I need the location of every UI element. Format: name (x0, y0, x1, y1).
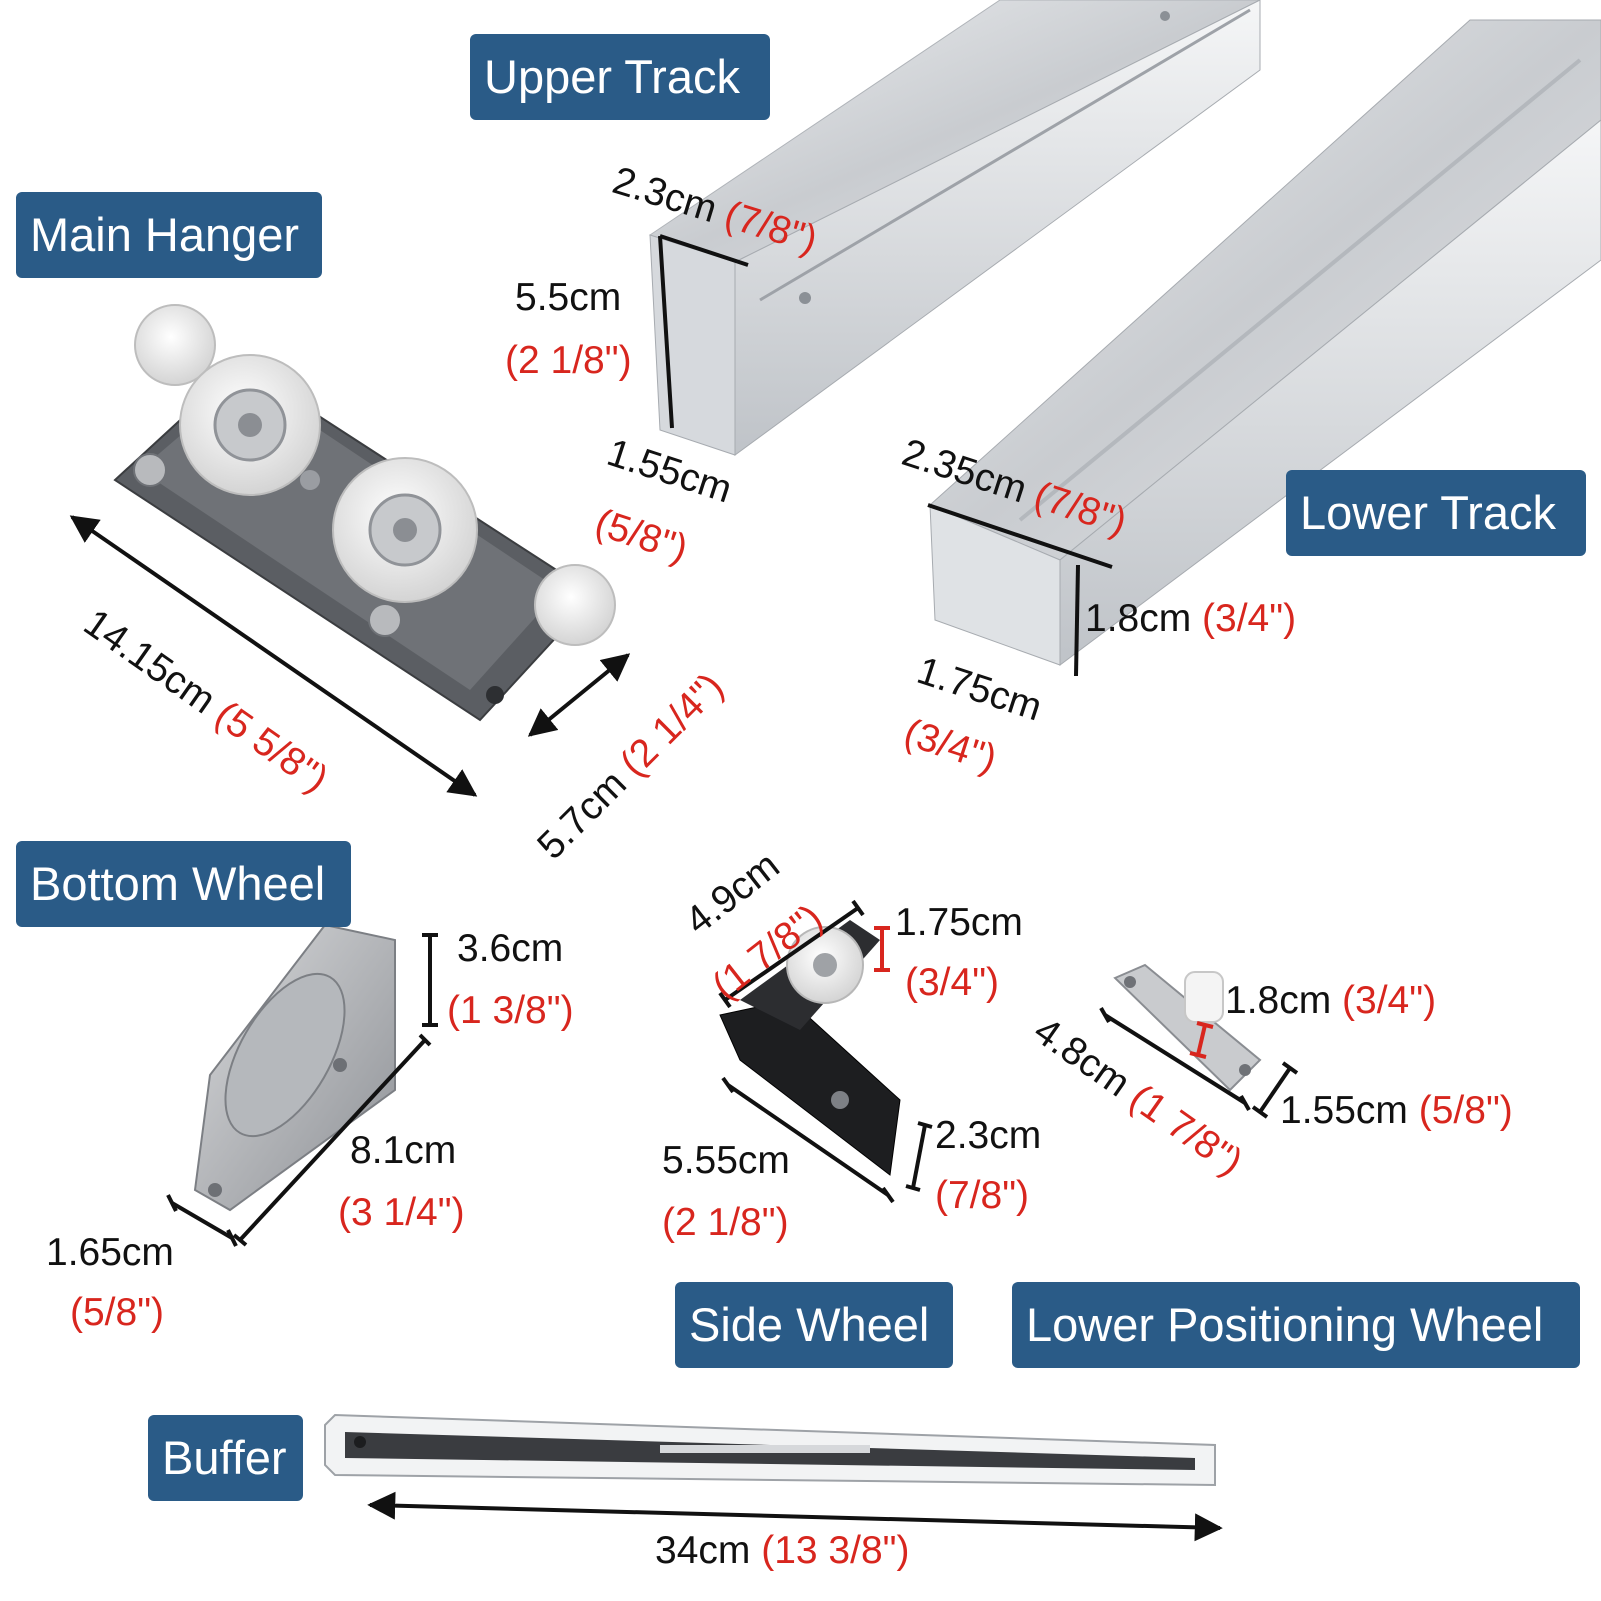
dimension-lines (69, 234, 1299, 1542)
upper-track-height-in: (2 1/8") (505, 339, 632, 382)
bottom-wheel-length-in: (3 1/4") (338, 1191, 465, 1234)
red-dimension-marks (874, 926, 1214, 1059)
upper-track-height-cm: 5.5cm (515, 276, 622, 319)
side-wheel-base-cm: 5.55cm (662, 1139, 790, 1182)
label-upper-track: Upper Track (470, 34, 770, 120)
lower-positioning-wheel-image (1113, 963, 1262, 1092)
label-main-hanger: Main Hanger (16, 192, 322, 278)
buffer-image (324, 1413, 1216, 1487)
side-wheel-height-cm: 2.3cm (935, 1114, 1042, 1157)
side-wheel-wheel-in: (3/4") (905, 961, 1000, 1004)
label-side-wheel: Side Wheel (675, 1282, 953, 1368)
label-buffer: Buffer (148, 1415, 303, 1501)
side-wheel-base-in: (2 1/8") (662, 1201, 789, 1244)
bottom-wheel-height-in: (1 3/8") (447, 989, 574, 1032)
buffer-length: 34cm (13 3/8") (655, 1529, 910, 1572)
bottom-wheel-height-cm: 3.6cm (457, 927, 564, 970)
upper-track-image (648, 0, 1261, 456)
side-wheel-height-in: (7/8") (935, 1174, 1030, 1217)
bottom-wheel-length-cm: 8.1cm (350, 1129, 457, 1172)
bottom-wheel-width-cm: 1.65cm (46, 1231, 174, 1274)
positioning-wheel-width: 1.55cm (5/8") (1280, 1089, 1513, 1132)
positioning-wheel-size: 1.8cm (3/4") (1225, 979, 1437, 1022)
label-lower-track: Lower Track (1286, 470, 1586, 556)
bottom-wheel-width-in: (5/8") (70, 1291, 165, 1334)
side-wheel-wheel-cm: 1.75cm (895, 901, 1023, 944)
bottom-wheel-image (193, 923, 396, 1212)
lower-track-image (929, 19, 1601, 666)
lower-track-height: 1.8cm (3/4") (1085, 597, 1297, 640)
label-lower-positioning-wheel: Lower Positioning Wheel (1012, 1282, 1580, 1368)
label-bottom-wheel: Bottom Wheel (16, 841, 351, 927)
side-wheel-image (719, 920, 901, 1176)
